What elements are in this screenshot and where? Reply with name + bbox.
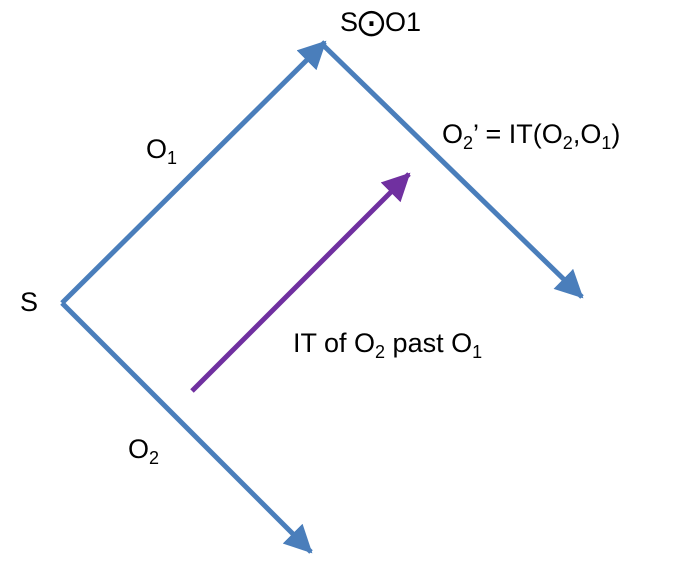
o2-label-subscript: 2 <box>149 448 159 468</box>
inclusion-transformation-arrow <box>190 172 411 393</box>
o2-prime-subscript: 2 <box>463 133 473 153</box>
o2-prime-label: O2’ = IT(O2,O1) <box>442 119 620 153</box>
it-label-subscript-1: 2 <box>375 342 385 362</box>
it-label: IT of O2 past O1 <box>293 328 482 362</box>
o1-arrow <box>60 40 327 305</box>
o1-label-base: O <box>146 134 167 164</box>
o2-prime-close-text: ) <box>611 119 620 149</box>
o2-prime-arg1-subscript: 2 <box>563 133 573 153</box>
o2-label-base: O <box>128 434 149 464</box>
o2-prime-arrow <box>320 42 584 299</box>
o2-prime-arg2-subscript: 1 <box>601 133 611 153</box>
o1-label: O1 <box>146 134 177 168</box>
o1-label-subscript: 1 <box>167 148 177 168</box>
o2-prime-equals-text: ’ = IT(O <box>473 119 563 149</box>
it-label-mid: past O <box>385 328 472 358</box>
it-label-subscript-2: 1 <box>472 342 482 362</box>
start-state-label: S <box>20 287 38 317</box>
o2-prime-base: O <box>442 119 463 149</box>
o2-prime-mid-text: ,O <box>573 119 602 149</box>
it-label-lead: IT of O <box>293 328 375 358</box>
o2-arrow <box>60 301 313 554</box>
combined-state-label: S⨀O1 <box>340 7 421 37</box>
o2-label: O2 <box>128 434 159 468</box>
